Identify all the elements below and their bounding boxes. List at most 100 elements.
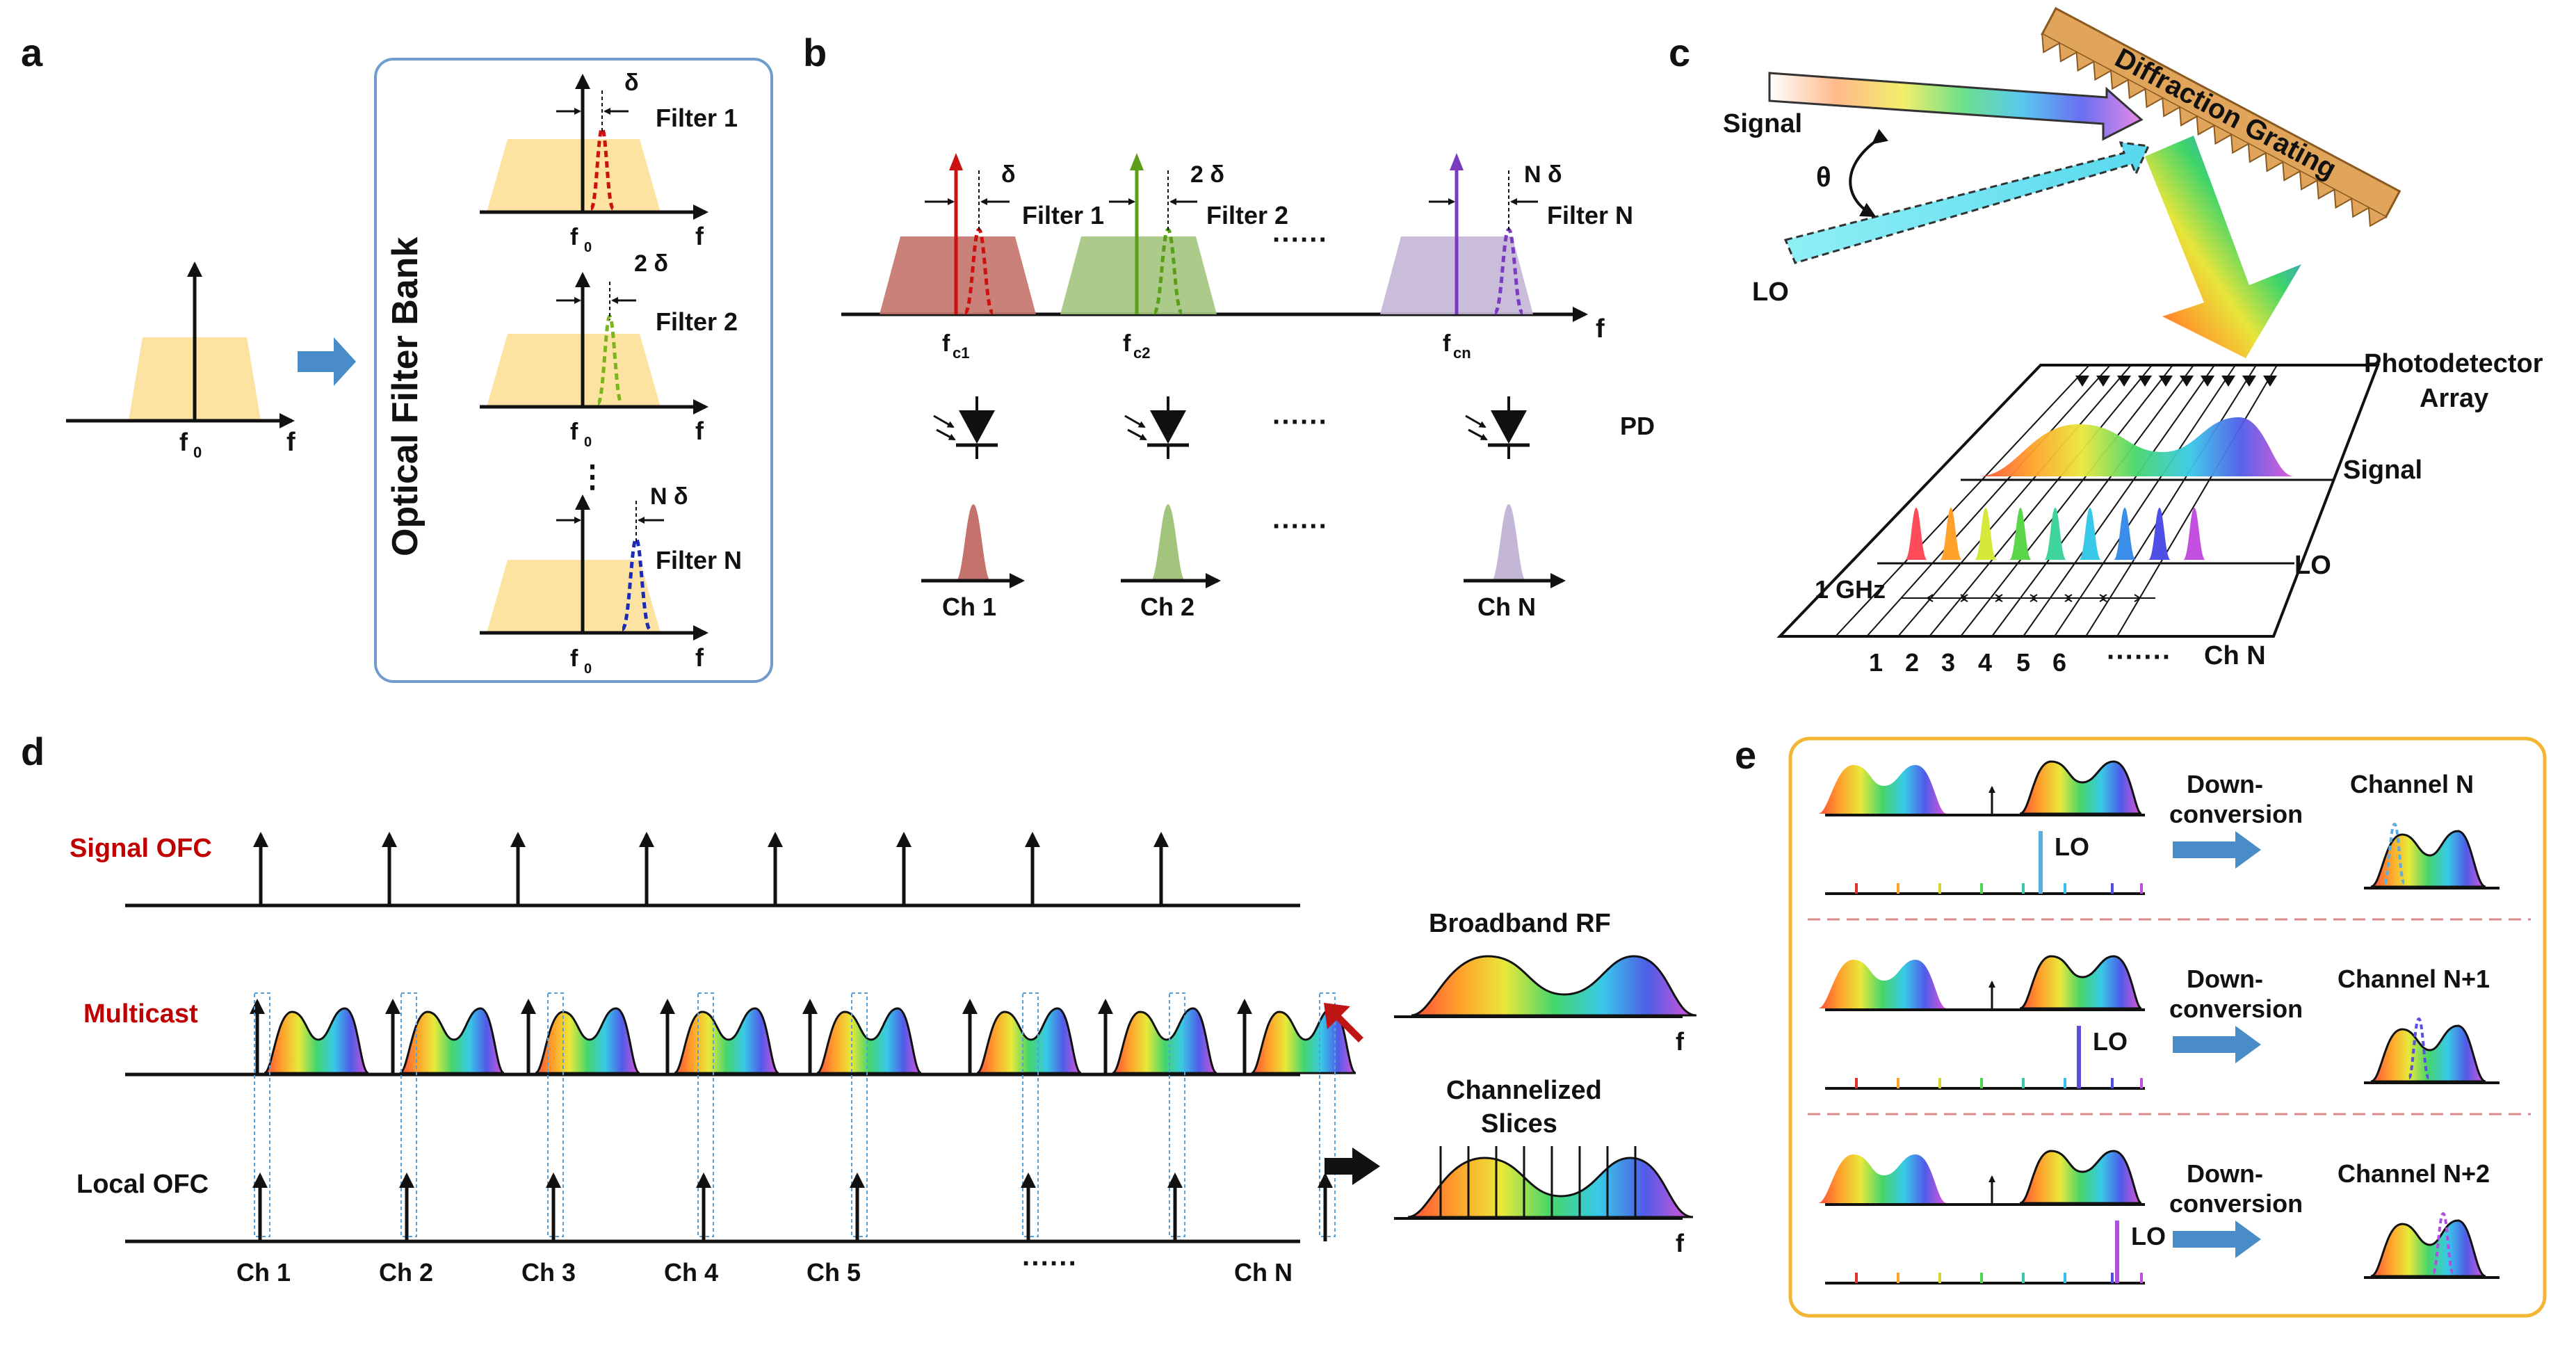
b-ch1-center-sub: c1 xyxy=(953,344,969,362)
b-chn-center-sub: cn xyxy=(1453,344,1471,362)
e-signal-spectrum-2 xyxy=(2019,760,2142,815)
filter-n-f0: f xyxy=(570,645,578,672)
panel-d-letter: d xyxy=(21,730,44,773)
e-conv-label-2: conversion xyxy=(2169,994,2303,1023)
b-dots-bottom: ······ xyxy=(1272,511,1328,542)
panel-b: b f δ Filter 1 f c1 2 δ Filter xyxy=(803,31,1655,621)
c-signal-row-label: Signal xyxy=(2343,456,2422,485)
filter-1-axis: f xyxy=(695,222,704,250)
b-ch1-filter: Filter 1 xyxy=(1022,201,1104,229)
broadband-label: Broadband RF xyxy=(1429,909,1611,938)
slice-window xyxy=(1319,992,1336,1237)
photodetector-array-icons xyxy=(2075,376,2277,387)
b-channel-1: δ Filter 1 f c1 xyxy=(880,153,1104,362)
panel-d: d Signal OFC Multicast Local OFC Ch 1 Ch… xyxy=(21,730,1697,1287)
signal-beam xyxy=(1768,72,2144,141)
e-channel-label: Channel N+1 xyxy=(2338,965,2490,993)
slice-window xyxy=(1169,992,1185,1237)
e-lo-label: LO xyxy=(2131,1222,2166,1250)
d-ch-label: Ch 1 xyxy=(236,1258,291,1287)
e-lo-label: LO xyxy=(2055,832,2089,861)
e-output-spectrum xyxy=(2370,1219,2486,1278)
channelized-label-2: Slices xyxy=(1481,1109,1557,1138)
filter-n-offset: N δ xyxy=(650,483,688,510)
filter-bank-title: Optical Filter Bank xyxy=(385,236,426,556)
d-ch-label: Ch 5 xyxy=(807,1258,861,1287)
filter-1-plot: δ Filter 1 f 0 f xyxy=(480,70,738,255)
grating-label: Diffraction Grating xyxy=(2110,42,2342,185)
d-ch-label: Ch 3 xyxy=(521,1258,576,1287)
photodiode-icons xyxy=(933,396,1530,459)
c-lo-row-label: LO xyxy=(2294,551,2331,580)
multicast-spectrum xyxy=(976,1007,1082,1074)
b-out-ch2: Ch 2 xyxy=(1140,593,1194,621)
diffracted-beam xyxy=(2145,136,2301,358)
c-channel-numbers: 1 2 3 4 5 6 ······· Ch N xyxy=(1869,641,2266,677)
pd-array-label-2: Array xyxy=(2420,384,2488,413)
e-signal-spectrum-2 xyxy=(2019,955,2142,1010)
b-ch1-offset: δ xyxy=(1001,161,1016,188)
photodiode-icon xyxy=(1124,396,1189,459)
filter-n-plot: N δ Filter N f 0 f xyxy=(480,483,742,677)
d-ch-label: Ch 2 xyxy=(379,1258,433,1287)
e-signal-spectrum xyxy=(1818,1154,1947,1203)
multicast-label: Multicast xyxy=(83,999,198,1029)
c-ch-num: 1 xyxy=(1869,648,1883,677)
panel-b-letter: b xyxy=(803,31,827,74)
bank-input-arrow xyxy=(298,337,356,386)
multicast-spectrum xyxy=(816,1007,922,1074)
filter-2-f0: f xyxy=(570,419,578,445)
pd-array-label: Photodetector xyxy=(2364,349,2543,378)
local-ofc-label: Local OFC xyxy=(76,1170,209,1199)
d-channel-labels: Ch 1 Ch 2 Ch 3 Ch 4 Ch 5 ······ Ch N xyxy=(236,1248,1293,1287)
filter-1-f0: f xyxy=(570,224,578,250)
c-ch-num: 3 xyxy=(1941,648,1955,677)
e-channel-label: Channel N+2 xyxy=(2338,1159,2490,1188)
c-ch-num: 2 xyxy=(1905,648,1919,677)
e-lo-dashed xyxy=(2383,822,2406,885)
c-ch-num: 5 xyxy=(2016,648,2030,677)
pd-label: PD xyxy=(1620,412,1655,440)
filter-2-plot: 2 δ Filter 2 f 0 f xyxy=(480,250,738,450)
e-signal-spectrum-2 xyxy=(2019,1150,2142,1205)
b-ch2-filter: Filter 2 xyxy=(1206,201,1288,229)
multicast-spectrum xyxy=(1112,1007,1217,1074)
signal-ofc-label: Signal OFC xyxy=(70,834,212,863)
b-ch2-center-sub: c2 xyxy=(1133,344,1150,362)
slice-window xyxy=(851,992,868,1237)
e-conv-label: Down- xyxy=(2187,965,2263,993)
panel-c-letter: c xyxy=(1669,31,1690,74)
slice-window xyxy=(1022,992,1039,1237)
e-lo-dashed xyxy=(2432,1211,2454,1274)
panel-a-letter: a xyxy=(21,31,43,74)
b-channel-2: 2 δ Filter 2 f c2 xyxy=(1060,153,1288,362)
lo-tones xyxy=(1905,508,2205,560)
e-conv-arrow xyxy=(2173,1221,2261,1258)
input-freq-sub: 0 xyxy=(193,444,202,461)
filter-1-offset: δ xyxy=(624,70,639,96)
e-conv-label-2: conversion xyxy=(2169,800,2303,828)
b-outputs: Ch 1 Ch 2 ······ Ch N xyxy=(921,504,1566,621)
signal-spectrum-plane xyxy=(1978,417,2294,476)
multicast-spectrum xyxy=(674,1007,779,1074)
d-ch-label: Ch 4 xyxy=(664,1258,718,1287)
b-out-chn: Ch N xyxy=(1477,593,1536,621)
theta-label: θ xyxy=(1816,162,1831,193)
multicast-spectrum xyxy=(264,1007,369,1074)
b-chn-center: f xyxy=(1443,330,1451,357)
multicast-spectrum xyxy=(535,1007,640,1074)
to-sliced-arrow xyxy=(1325,1147,1380,1185)
filter-n-f0-sub: 0 xyxy=(584,661,592,677)
e-output-spectrum xyxy=(2370,1024,2486,1083)
spacing-label: 1 GHz xyxy=(1815,575,1886,604)
filter-2-axis: f xyxy=(695,417,704,445)
filter-bank-box xyxy=(374,58,773,683)
d-comb-lines xyxy=(250,832,1356,1241)
channelized-label: Channelized xyxy=(1446,1076,1602,1105)
e-conv-label-2: conversion xyxy=(2169,1189,2303,1218)
c-ch-num: 6 xyxy=(2052,648,2066,677)
filter-n-label: Filter N xyxy=(656,546,742,574)
